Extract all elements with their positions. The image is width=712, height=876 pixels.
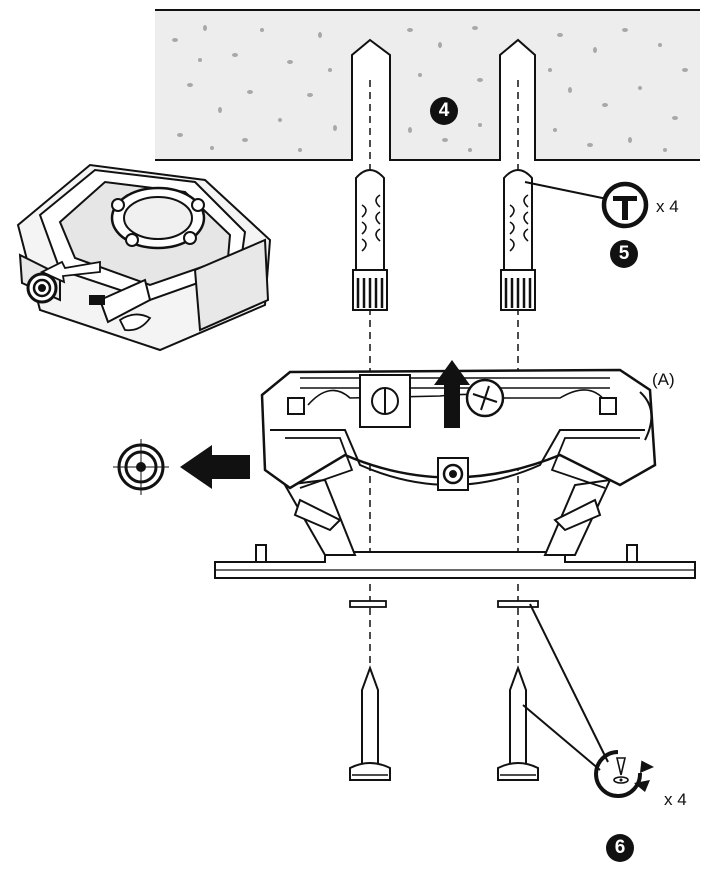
screwdriver-leader-lines <box>522 603 609 771</box>
left-arrow <box>180 445 250 489</box>
wall-anchor-right <box>500 169 536 311</box>
wall-anchor-left <box>352 169 388 311</box>
bracket-perspective-inset <box>16 163 272 352</box>
screw-quantity-label: x 4 <box>664 790 687 809</box>
screw-left <box>349 665 391 781</box>
step-6-number: 6 <box>614 837 626 858</box>
hammer-icon <box>601 181 649 229</box>
washer-left <box>349 600 387 608</box>
concrete-texture <box>172 25 688 152</box>
mounting-bracket <box>214 368 696 579</box>
step-5-badge: 5 <box>610 240 638 268</box>
phillips-screw-icon <box>465 378 505 418</box>
screwdriver-rotate-icon <box>594 750 655 798</box>
anchor-quantity-label: x 4 <box>656 197 679 216</box>
step-4-badge: 4 <box>430 97 458 125</box>
step-4-number: 4 <box>438 100 450 121</box>
concrete-wall <box>155 9 700 161</box>
step-5-number: 5 <box>618 243 630 264</box>
step-6-badge: 6 <box>606 834 634 862</box>
lock-target-icon <box>113 439 169 495</box>
screw-right <box>497 665 539 781</box>
up-arrow <box>434 360 470 428</box>
washer-right <box>497 600 539 608</box>
hammer-leader-line <box>524 181 613 201</box>
part-a-label: (A) <box>652 370 675 389</box>
